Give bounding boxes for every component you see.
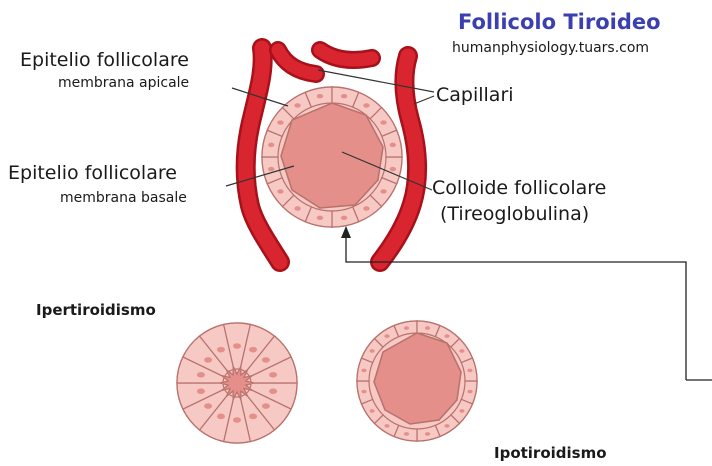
hyper-follicle-nucleus: [233, 417, 241, 423]
hyper-follicle-nucleus: [262, 403, 270, 409]
label-colloid-line2: (Tireoglobulina): [440, 204, 589, 225]
hyper-follicle-nucleus: [269, 388, 277, 394]
follicle-nucleus: [363, 103, 369, 107]
hyper-follicle-nucleus: [197, 388, 205, 394]
hypo-follicle-nucleus: [361, 390, 366, 394]
hyperthyroid-follicle: [177, 323, 297, 443]
hypo-follicle-nucleus: [384, 424, 389, 428]
hyper-follicle-nucleus: [204, 403, 212, 409]
follicle-nucleus: [277, 189, 283, 193]
label-colloid-line1: Colloide follicolare: [432, 178, 606, 199]
hyper-follicle-nucleus: [269, 372, 277, 378]
colloid-area: [281, 103, 383, 208]
hyper-follicle-nucleus: [233, 343, 241, 349]
hypothyroid-follicle: [357, 321, 477, 441]
label-capillaries: Capillari: [436, 85, 514, 106]
hyper-follicle-nucleus: [204, 357, 212, 363]
follicle-nucleus: [294, 103, 300, 107]
main-follicle: [262, 87, 402, 227]
hypo-follicle-nucleus: [370, 349, 375, 353]
hypo-follicle-nucleus: [370, 409, 375, 413]
hypo-follicle-nucleus: [425, 326, 430, 330]
follicle-nucleus: [390, 143, 396, 147]
label-hypothyroidism: Ipotiroidismo: [494, 444, 607, 462]
follicle-nucleus: [341, 94, 347, 98]
hypo-follicle-nucleus: [384, 334, 389, 338]
hypo-follicle-nucleus: [425, 432, 430, 436]
site-url: humanphysiology.tuars.com: [452, 40, 649, 56]
hypo-follicle-nucleus: [459, 349, 464, 353]
follicle-nucleus: [380, 189, 386, 193]
hypo-follicle-nucleus: [467, 369, 472, 373]
follicle-nucleus: [268, 143, 274, 147]
follicle-nucleus: [317, 216, 323, 220]
follicle-nucleus: [380, 120, 386, 124]
leader-capillary-right: [414, 96, 434, 104]
hypo-follicle-nucleus: [361, 369, 366, 373]
hyper-follicle-nucleus: [249, 414, 257, 420]
label-basal-line2: membrana basale: [60, 191, 187, 206]
page-title: Follicolo Tiroideo: [458, 10, 661, 34]
follicle-nucleus: [268, 167, 274, 171]
label-hyperthyroidism: Ipertiroidismo: [36, 301, 156, 319]
hyper-follicle-nucleus: [262, 357, 270, 363]
hypo-follicle-nucleus: [444, 424, 449, 428]
hyper-follicle-nucleus: [197, 372, 205, 378]
follicle-nucleus: [363, 206, 369, 210]
follicle-nucleus: [317, 94, 323, 98]
hyper-follicle-nucleus: [217, 347, 225, 353]
hypo-follicle-nucleus: [467, 390, 472, 394]
hyper-follicle-nucleus: [217, 414, 225, 420]
follicle-nucleus: [294, 206, 300, 210]
follicle-nucleus: [341, 216, 347, 220]
hypo-follicle-nucleus: [404, 326, 409, 330]
label-basal-line1: Epitelio follicolare: [8, 163, 177, 184]
hyper-follicle-nucleus: [249, 347, 257, 353]
label-apical-line2: membrana apicale: [58, 76, 189, 91]
hypo-follicle-nucleus: [444, 334, 449, 338]
follicle-nucleus: [277, 120, 283, 124]
follicle-nucleus: [390, 167, 396, 171]
label-apical-line1: Epitelio follicolare: [20, 50, 189, 71]
hypo-follicle-nucleus: [459, 409, 464, 413]
hypo-follicle-nucleus: [404, 432, 409, 436]
